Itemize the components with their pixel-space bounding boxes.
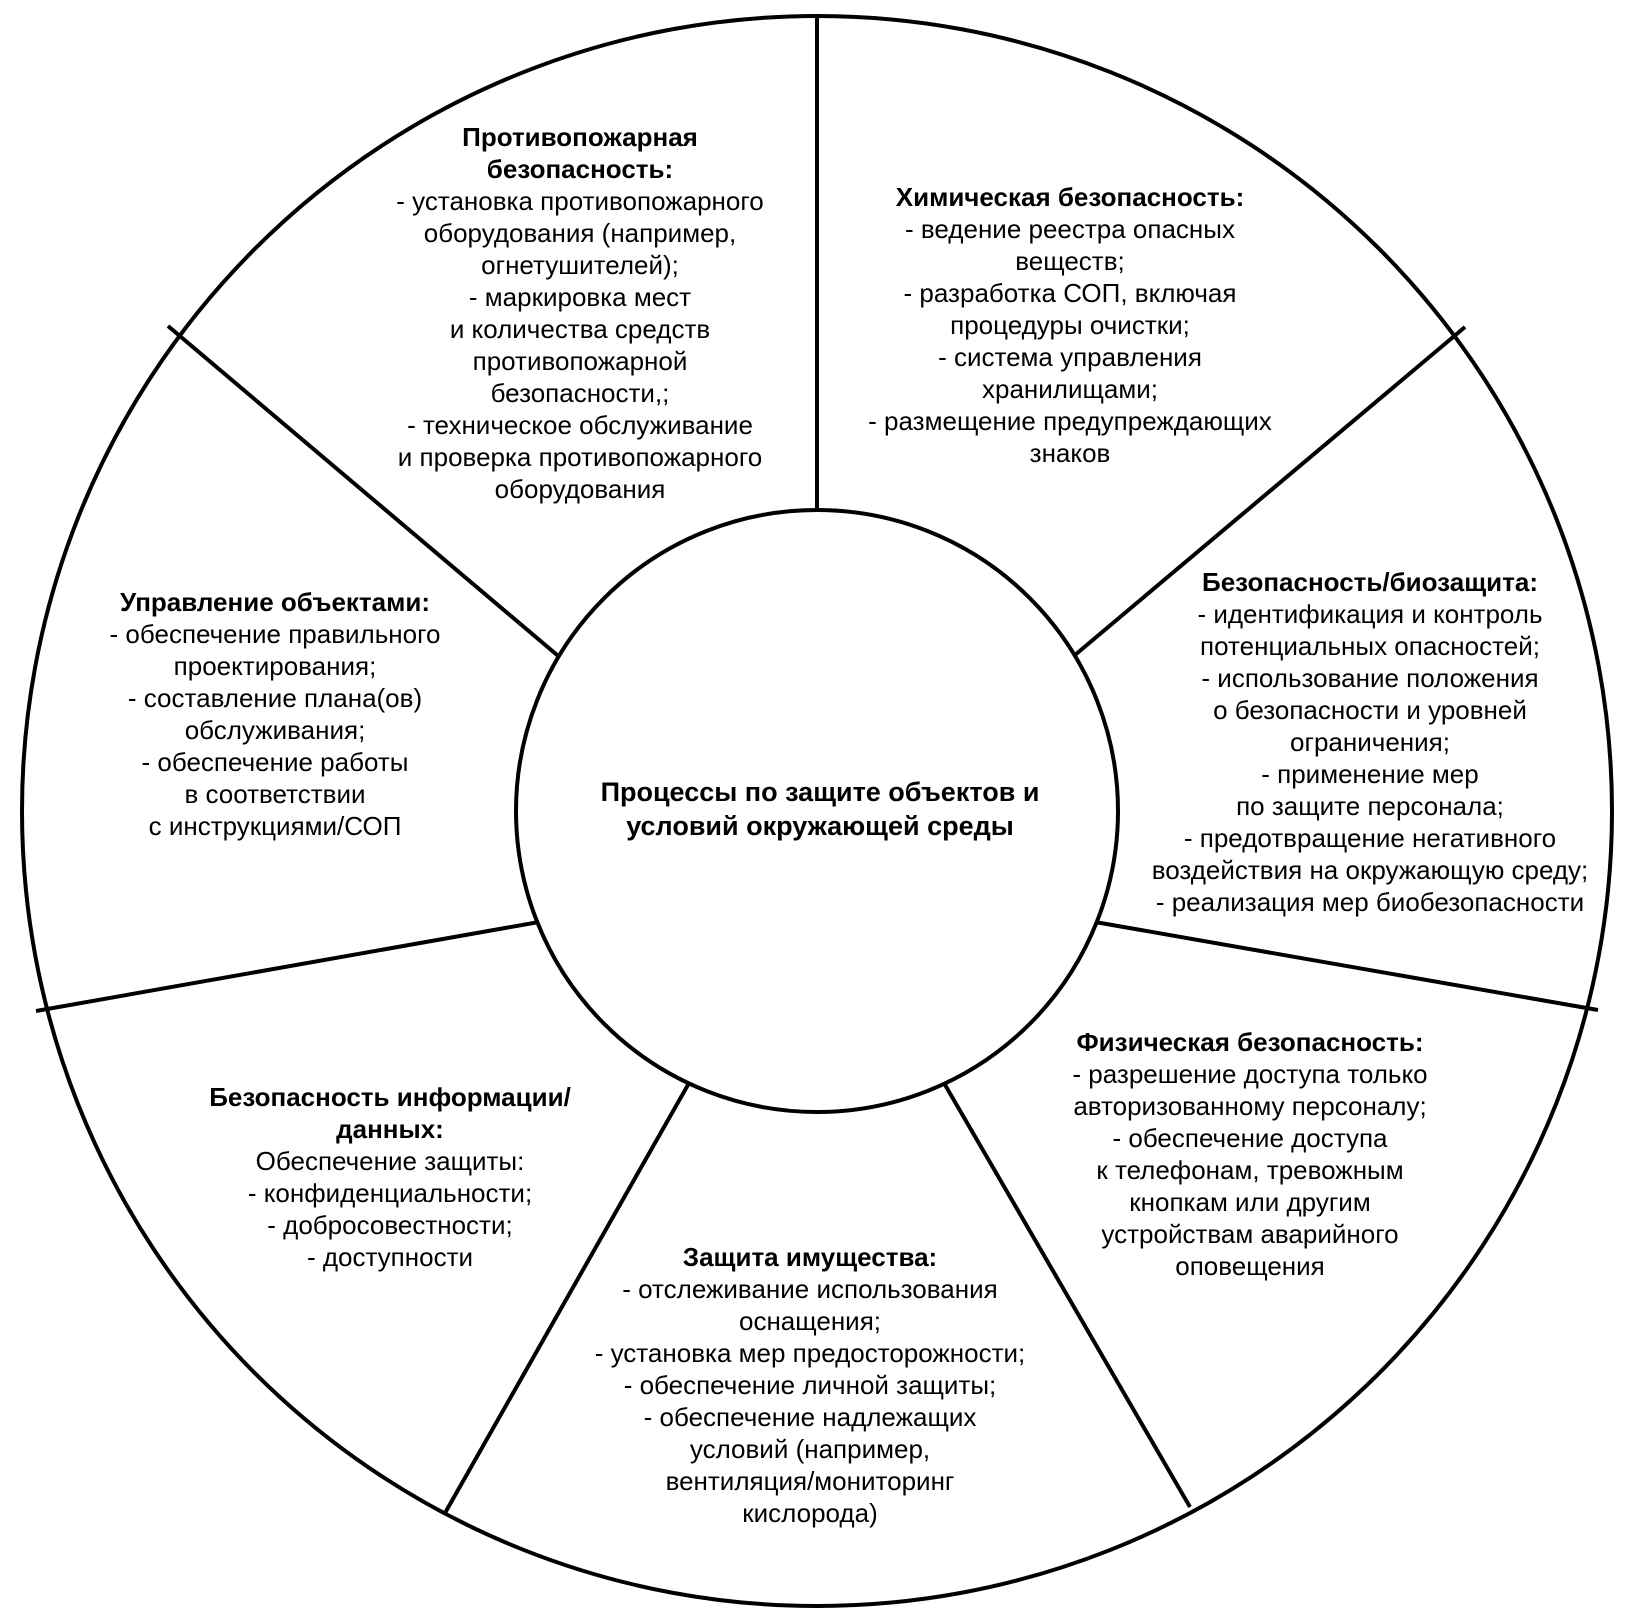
segment-line: обслуживания; (184, 715, 366, 745)
segment-line: веществ; (1015, 246, 1125, 276)
segment-line: - система управления (938, 342, 1202, 372)
segment-title: Защита имущества: (682, 1242, 938, 1272)
segment-line: условий (например, (689, 1434, 931, 1464)
segment-line: знаков (1029, 438, 1111, 468)
segment-line: - обеспечение правильного (109, 619, 441, 649)
segment-physical-security: Физическая безопасность: - разрешение до… (1030, 1026, 1470, 1282)
segment-line: проектирования; (173, 651, 377, 681)
segment-title: Противопожарная (462, 122, 698, 152)
segment-line: - составление плана(ов) (127, 683, 423, 713)
center-title: Процессы по защите объектов и условий ок… (560, 775, 1080, 843)
segment-line: устройствам аварийного (1101, 1219, 1399, 1249)
segment-line: - установка противопожарного (396, 186, 764, 216)
segment-title: Химическая безопасность: (895, 182, 1245, 212)
segment-fire-safety: Противопожарная безопасность: - установк… (360, 121, 800, 505)
segment-line: хранилищами; (982, 374, 1158, 404)
segment-line: оборудования (494, 474, 666, 504)
segment-line: к телефонам, тревожным (1096, 1155, 1404, 1185)
segment-title: Безопасность информации/ (209, 1082, 571, 1112)
segment-line: в соответствии (184, 779, 366, 809)
segment-line: - предотвращение негативного (1183, 823, 1557, 853)
segment-line: и проверка противопожарного (397, 442, 763, 472)
segment-line: вентиляция/мониторинг (665, 1466, 955, 1496)
segment-line: - обеспечение работы (141, 747, 409, 777)
segment-property-protection: Защита имущества: - отслеживание использ… (570, 1241, 1050, 1529)
center-line: Процессы по защите объектов (600, 777, 1016, 807)
center-line: и условий окружающей среды (626, 777, 1040, 841)
segment-title: Управление объектами: (120, 587, 430, 617)
divider-physical-property (935, 1069, 1192, 1509)
divider-chemical-biosafety (1067, 325, 1467, 662)
segment-line: о безопасности и уровней (1213, 695, 1527, 725)
segment-line: оповещения (1175, 1251, 1325, 1281)
segment-facility-management: Управление объектами: - обеспечение прав… (55, 586, 495, 842)
segment-line: оснащения; (738, 1306, 882, 1336)
segment-line: - ведение реестра опасных (905, 214, 1235, 244)
divider-lines (35, 16, 1599, 1514)
segment-line: - размещение предупреждающих (868, 406, 1272, 436)
segment-line: - техническое обслуживание (407, 410, 753, 440)
segment-title: данных: (336, 1114, 444, 1144)
segment-line: потенциальных опасностей; (1200, 631, 1540, 661)
segment-line: процедуры очистки; (950, 310, 1190, 340)
segment-information-security: Безопасность информации/ данных: Обеспеч… (170, 1081, 610, 1273)
segment-title: Физическая безопасность: (1076, 1027, 1424, 1057)
segment-line: - обеспечение надлежащих (643, 1402, 977, 1432)
segment-line: огнетушителей); (481, 250, 679, 280)
segment-line: - использование положения (1201, 663, 1539, 693)
segment-line: - разработка СОП, включая (903, 278, 1237, 308)
segment-line: - обеспечение доступа (1112, 1123, 1388, 1153)
segment-line: - отслеживание использования (622, 1274, 998, 1304)
segment-line: воздействия на окружающую среду; (1151, 855, 1589, 885)
segment-line: - идентификация и контроль (1197, 599, 1543, 629)
segment-line: - доступности (306, 1242, 474, 1272)
segment-line: - применение мер (1261, 759, 1479, 789)
segment-line: - установка мер предосторожности; (594, 1338, 1026, 1368)
segment-line: - реализация мер биобезопасности (1155, 887, 1585, 917)
segment-line: - добросовестности; (267, 1210, 513, 1240)
segment-line: безопасности,; (490, 378, 670, 408)
segment-line: противопожарной (472, 346, 688, 376)
divider-facility-fire (166, 324, 565, 662)
segment-line: по защите персонала; (1236, 791, 1504, 821)
segment-line: и количества средств (449, 314, 711, 344)
segment-line: Обеспечение защиты: (255, 1146, 525, 1176)
segment-line: - конфиденциальности; (247, 1178, 533, 1208)
divider-biosafety-physical (1094, 920, 1599, 1012)
segment-line: - обеспечение личной защиты; (623, 1370, 997, 1400)
segment-line: оборудования (например, (423, 218, 737, 248)
segment-chemical-safety: Химическая безопасность: - ведение реест… (850, 181, 1290, 469)
segment-line: кислорода) (742, 1498, 878, 1528)
segment-title: Безопасность/биозащита: (1202, 567, 1538, 597)
divider-info-facility (35, 920, 540, 1013)
segment-line: кнопкам или другим (1129, 1187, 1371, 1217)
segment-line: ограничения; (1290, 727, 1450, 757)
center-circle (514, 508, 1120, 1114)
segment-line: - разрешение доступа только (1072, 1059, 1428, 1089)
segment-line: с инструкциями/СОП (148, 811, 402, 841)
divider-property-info (443, 1075, 695, 1514)
segment-title: безопасность: (486, 154, 674, 184)
segment-biosafety: Безопасность/биозащита: - идентификация … (1110, 566, 1630, 918)
segment-line: - маркировка мест (468, 282, 692, 312)
segment-line: авторизованному персоналу; (1073, 1091, 1427, 1121)
